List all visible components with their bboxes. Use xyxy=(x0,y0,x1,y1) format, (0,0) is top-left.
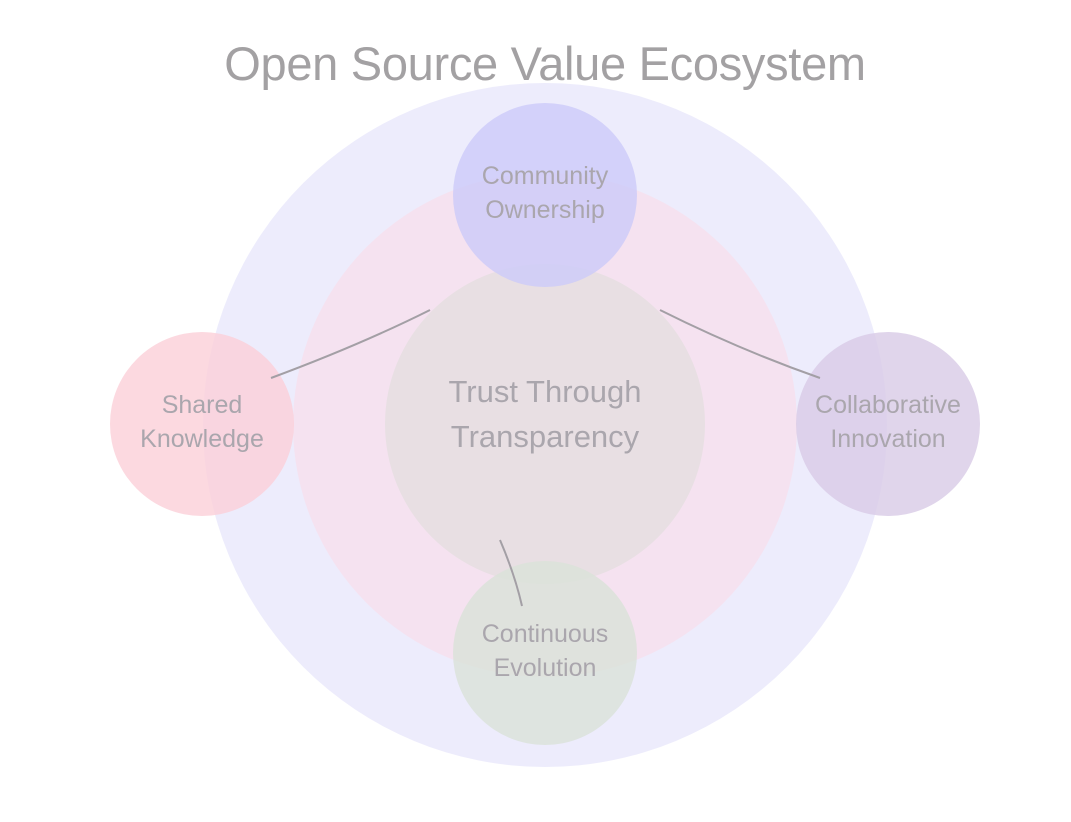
center-label-line1: Trust Through xyxy=(449,374,642,409)
core-circle xyxy=(385,264,705,584)
node-left-label-line1: Shared xyxy=(162,391,243,419)
node-top-label-line2: Ownership xyxy=(485,196,605,224)
node-bottom-circle xyxy=(453,561,637,745)
connector-bottom xyxy=(499,539,523,607)
node-top-circle xyxy=(453,103,637,287)
node-left-label-line2: Knowledge xyxy=(140,425,264,453)
node-right-label-line1: Collaborative xyxy=(815,391,961,419)
node-bottom-label-line2: Evolution xyxy=(494,654,597,682)
node-bottom-label-line1: Continuous xyxy=(482,620,608,648)
center-label-line2: Transparency xyxy=(451,419,640,454)
node-right-circle xyxy=(796,332,980,516)
node-right-label-line2: Innovation xyxy=(830,425,945,453)
connector-left xyxy=(270,309,431,379)
diagram-title: Open Source Value Ecosystem xyxy=(224,37,866,90)
node-top-label-line1: Community xyxy=(482,162,609,190)
node-left-circle xyxy=(110,332,294,516)
connector-right xyxy=(659,309,821,379)
